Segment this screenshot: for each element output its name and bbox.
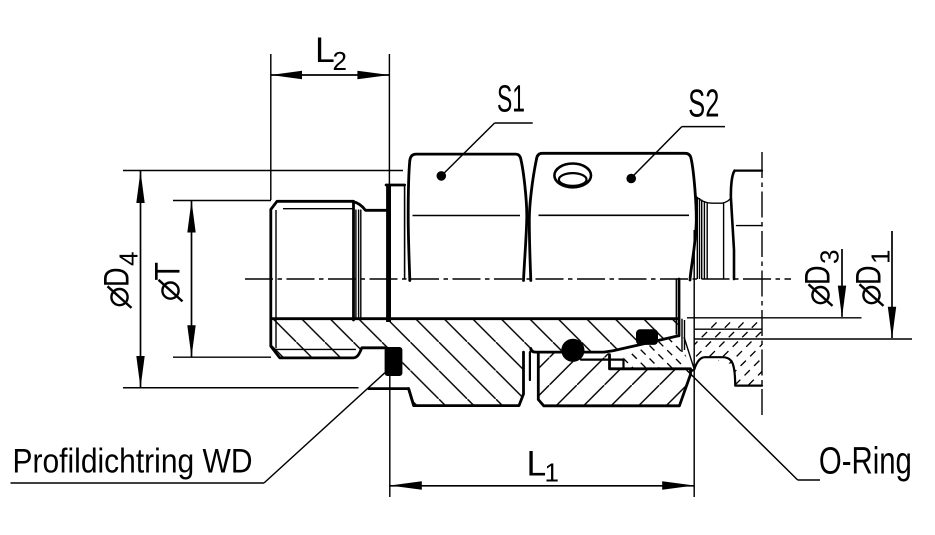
svg-text:1: 1 xyxy=(866,250,896,264)
svg-text:3: 3 xyxy=(815,250,845,264)
svg-text:D: D xyxy=(799,266,838,286)
svg-text:D: D xyxy=(98,268,137,288)
svg-text:L: L xyxy=(527,443,547,483)
svg-text:L: L xyxy=(315,30,335,70)
svg-text:T: T xyxy=(149,262,188,281)
svg-text:4: 4 xyxy=(114,252,144,266)
svg-text:S2: S2 xyxy=(688,83,719,126)
svg-text:1: 1 xyxy=(545,458,559,488)
svg-text:S1: S1 xyxy=(497,78,525,120)
svg-text:D: D xyxy=(850,266,889,286)
svg-text:O-Ring: O-Ring xyxy=(819,441,912,483)
svg-text:Profildichtring WD: Profildichtring WD xyxy=(13,443,253,481)
svg-text:2: 2 xyxy=(333,46,347,76)
